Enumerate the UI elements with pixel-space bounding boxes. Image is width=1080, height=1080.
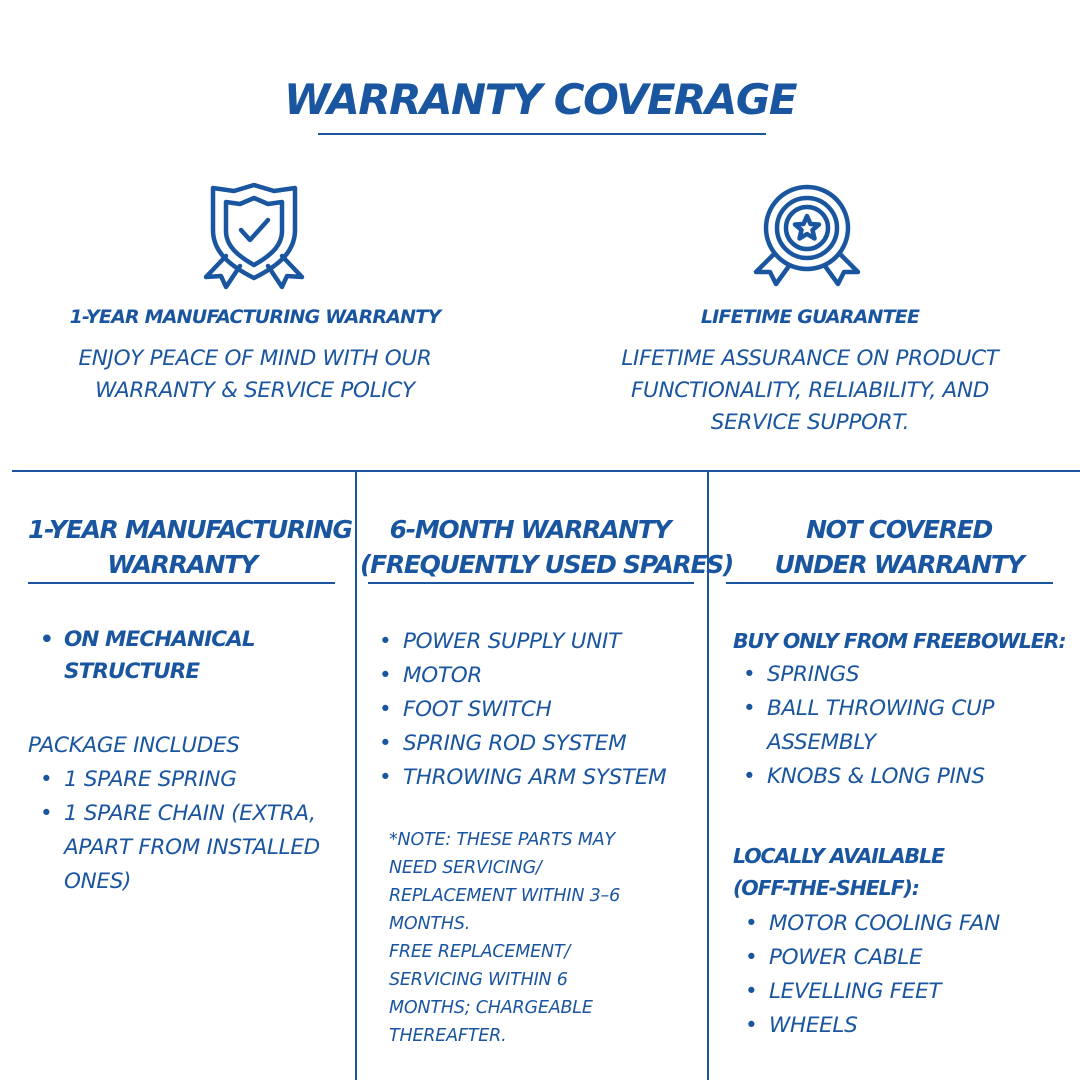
shield-check-icon	[200, 182, 308, 290]
note-line: *NOTE: THESE PARTS MAY	[389, 830, 615, 850]
list-item-text: SPRING ROD SYSTEM	[403, 731, 627, 756]
freebowler-items-list: SPRINGS BALL THROWING CUP ASSEMBLY KNOBS…	[741, 658, 995, 794]
mechanical-structure-item: ON MECHANICAL STRUCTURE	[38, 624, 256, 688]
list-item: 1 SPARE CHAIN (EXTRA, APART FROM INSTALL…	[38, 797, 320, 899]
column-heading-underline	[28, 582, 335, 584]
list-item: MOTOR COOLING FAN	[743, 907, 1000, 941]
column-divider	[707, 472, 709, 1080]
feature-heading-lifetime: LIFETIME GUARANTEE	[700, 306, 920, 328]
page-title: WARRANTY COVERAGE	[283, 75, 798, 124]
feature-line: SERVICE SUPPORT.	[710, 410, 910, 435]
feature-heading-warranty: 1-YEAR MANUFACTURING WARRANTY	[69, 306, 442, 328]
list-item: THROWING ARM SYSTEM	[377, 761, 667, 795]
list-item: BALL THROWING CUP ASSEMBLY	[741, 692, 995, 760]
column-heading-not-covered: NOT COVERED UNDER WARRANTY	[718, 512, 1080, 582]
column-heading-six-month: 6-MONTH WARRANTY (FREQUENTLY USED SPARES…	[360, 512, 734, 582]
list-item: FOOT SWITCH	[377, 693, 666, 727]
note-line: FREE REPLACEMENT/	[389, 942, 571, 962]
list-item-text: 1 SPARE SPRING	[64, 767, 237, 792]
locally-available-label: LOCALLY AVAILABLE (OFF-THE-SHELF):	[733, 840, 945, 904]
list-item: POWER CABLE	[743, 941, 1000, 975]
list-item-text: FOOT SWITCH	[403, 697, 552, 722]
column-heading-line: 6-MONTH WARRANTY	[389, 515, 672, 544]
feature-line: FUNCTIONALITY, RELIABILITY, AND	[630, 378, 990, 403]
list-item-text: SPRINGS	[767, 662, 860, 687]
list-item-line: ASSEMBLY	[767, 730, 876, 755]
column-heading-line: NOT COVERED	[806, 515, 993, 544]
list-item: SPRING ROD SYSTEM	[377, 727, 666, 761]
feature-line: ENJOY PEACE OF MIND WITH OUR	[78, 346, 432, 371]
list-item: LEVELLING FEET	[743, 975, 1000, 1009]
six-month-items-list: POWER SUPPLY UNIT MOTOR FOOT SWITCH SPRI…	[377, 625, 667, 795]
list-item-line: APART FROM INSTALLED	[64, 835, 320, 860]
label-line: (OFF-THE-SHELF):	[733, 876, 920, 900]
list-item-line: ONES)	[64, 869, 132, 894]
list-item-text: POWER CABLE	[769, 945, 923, 970]
list-item-line: ON MECHANICAL	[64, 627, 256, 652]
list-item-text: MOTOR COOLING FAN	[769, 911, 1000, 936]
local-items-list: MOTOR COOLING FAN POWER CABLE LEVELLING …	[743, 907, 1000, 1043]
list-item: MOTOR	[377, 659, 666, 693]
list-item-line: STRUCTURE	[64, 659, 200, 684]
list-item-text: POWER SUPPLY UNIT	[403, 629, 621, 654]
list-item: SPRINGS	[741, 658, 994, 692]
section-divider	[12, 470, 1080, 472]
column-heading-underline	[726, 582, 1053, 584]
list-item-text: THROWING ARM SYSTEM	[403, 765, 667, 790]
column-heading-line: (FREQUENTLY USED SPARES)	[360, 550, 734, 579]
column-heading-line: 1-YEAR MANUFACTURING	[28, 515, 353, 544]
column-heading-line: UNDER WARRANTY	[774, 550, 1025, 579]
list-item: ON MECHANICAL STRUCTURE	[38, 624, 256, 688]
feature-description-warranty: ENJOY PEACE OF MIND WITH OUR WARRANTY & …	[40, 343, 470, 407]
note-line: REPLACEMENT WITHIN 3–6	[389, 886, 621, 906]
column-heading-line: WARRANTY	[107, 550, 258, 579]
feature-line: LIFETIME ASSURANCE ON PRODUCT	[621, 346, 999, 371]
note-line: THEREAFTER.	[389, 1026, 507, 1046]
list-item-line: BALL THROWING CUP	[767, 696, 995, 721]
list-item: KNOBS & LONG PINS	[741, 760, 994, 794]
feature-description-lifetime: LIFETIME ASSURANCE ON PRODUCT FUNCTIONAL…	[590, 343, 1030, 439]
column-divider	[355, 472, 357, 1080]
list-item: WHEELS	[743, 1009, 1000, 1043]
list-item: 1 SPARE SPRING	[38, 763, 320, 797]
star-medal-icon	[752, 182, 862, 290]
list-item: POWER SUPPLY UNIT	[377, 625, 666, 659]
list-item-text: KNOBS & LONG PINS	[767, 764, 985, 789]
list-item-line: 1 SPARE CHAIN (EXTRA,	[64, 801, 316, 826]
list-item-text: MOTOR	[403, 663, 482, 688]
note-line: SERVICING WITHIN 6	[389, 970, 568, 990]
note-line: MONTHS; CHARGEABLE	[389, 998, 593, 1018]
list-item-text: LEVELLING FEET	[769, 979, 942, 1004]
column-heading-manufacturing: 1-YEAR MANUFACTURING WARRANTY	[28, 512, 353, 582]
package-includes-label: PACKAGE INCLUDES	[28, 733, 240, 758]
buy-from-freebowler-label: BUY ONLY FROM FREEBOWLER:	[733, 629, 1067, 653]
column-heading-underline	[368, 582, 694, 584]
spares-note: *NOTE: THESE PARTS MAY NEED SERVICING/ R…	[389, 826, 620, 1050]
note-line: NEED SERVICING/	[389, 858, 542, 878]
feature-line: WARRANTY & SERVICE POLICY	[95, 378, 415, 403]
title-underline	[318, 133, 766, 135]
list-item-text: WHEELS	[769, 1013, 858, 1038]
package-items-list: 1 SPARE SPRING 1 SPARE CHAIN (EXTRA, APA…	[38, 763, 320, 899]
note-line: MONTHS.	[389, 914, 471, 934]
label-line: LOCALLY AVAILABLE	[733, 844, 945, 868]
